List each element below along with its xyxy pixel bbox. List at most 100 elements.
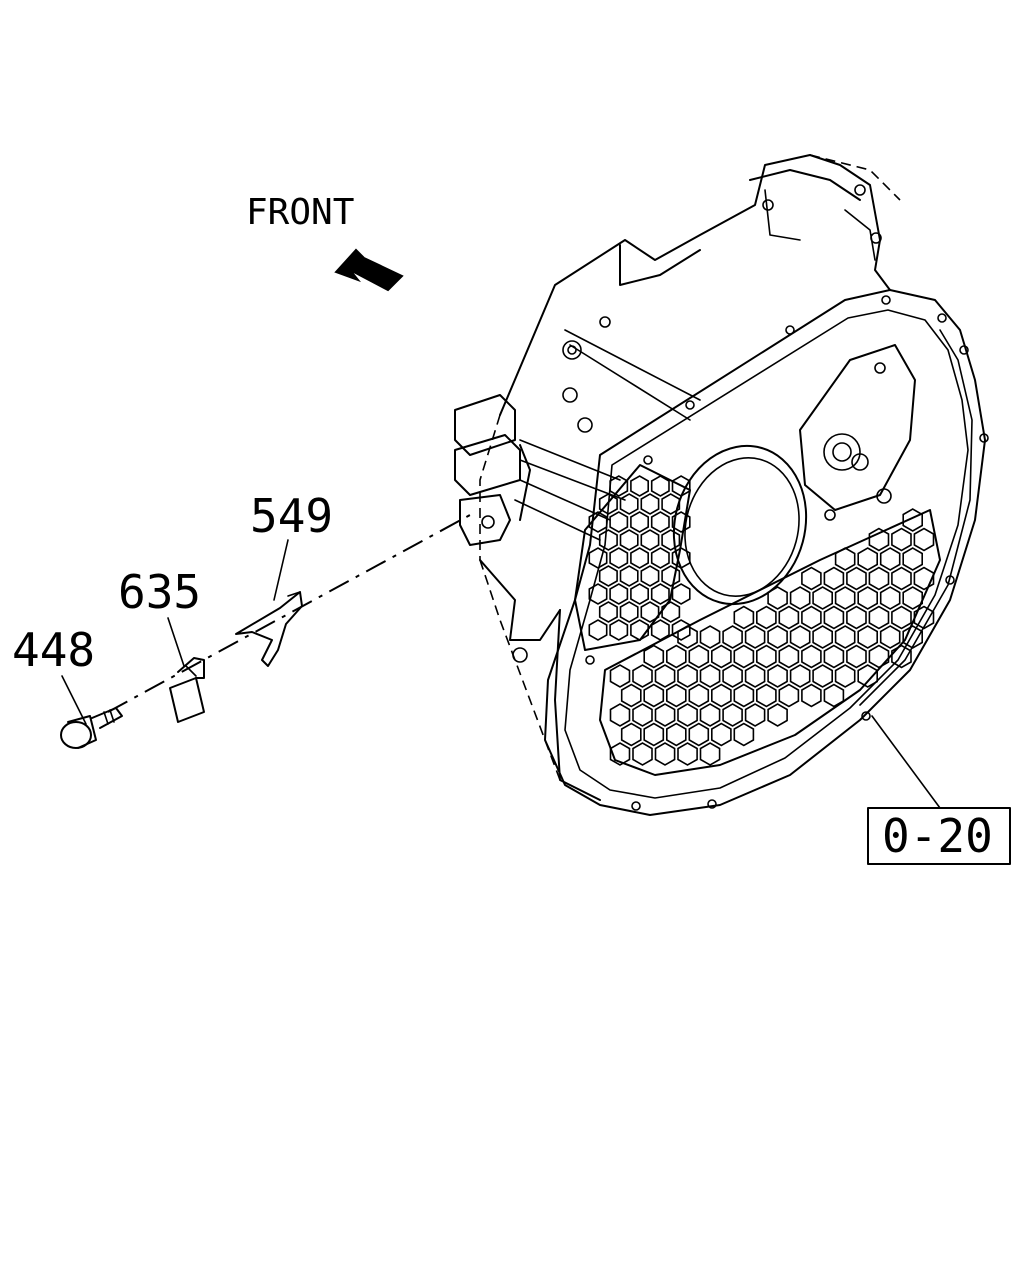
honeycomb-cell [677, 742, 698, 766]
honeycomb-cell [789, 625, 811, 649]
honeycomb-cell [789, 586, 811, 610]
honeycomb-cell [846, 566, 867, 591]
honeycomb-cell [857, 547, 879, 571]
honeycomb-cell [801, 605, 822, 630]
honeycomb-cell [654, 742, 676, 766]
honeycomb-cell [650, 511, 670, 533]
honeycomb-cell [632, 664, 653, 688]
honeycomb-cell [650, 547, 670, 569]
honeycomb-cell [609, 703, 631, 727]
honeycomb-cell [778, 683, 800, 708]
honeycomb-cell [755, 683, 777, 708]
honeycomb-cell [812, 586, 834, 610]
honeycomb-cell [665, 722, 687, 747]
honeycomb-cell [630, 511, 650, 533]
leader-0-20 [871, 715, 941, 809]
honeycomb-cell [767, 664, 788, 688]
honeycomb-cell [643, 722, 665, 747]
honeycomb-cell [767, 703, 788, 727]
honeycomb-cell [879, 625, 901, 649]
honeycomb-cell [755, 605, 777, 630]
honeycomb-cell [598, 529, 618, 551]
honeycomb-cell [823, 644, 845, 669]
honeycomb-cell [801, 683, 822, 708]
honeycomb-cell [868, 605, 890, 630]
honeycomb-cell [677, 703, 698, 727]
honeycomb-cell [834, 664, 856, 688]
honeycomb-cell [722, 625, 743, 649]
honeycomb-cell [640, 529, 660, 551]
honeycomb-cell [868, 566, 890, 591]
honeycomb-cell [619, 601, 639, 623]
honeycomb-cell [688, 722, 710, 747]
honeycomb-cell [609, 664, 631, 688]
honeycomb-cell [913, 605, 935, 630]
honeycomb-cell [857, 625, 879, 649]
honeycomb-cell [598, 493, 618, 515]
honeycomb-cell [609, 475, 629, 497]
honeycomb-cell [891, 527, 912, 552]
honeycomb-cell [744, 625, 766, 649]
honeycomb-cell [677, 625, 698, 649]
leader-635 [167, 617, 185, 667]
honeycomb-cell [834, 586, 856, 610]
honeycomb-cell [640, 493, 660, 515]
reference-label-0-20: 0-20 [882, 809, 993, 863]
honeycomb-cell [823, 566, 845, 591]
honeycomb-cell [699, 625, 721, 649]
honeycomb-cell [812, 625, 834, 649]
honeycomb-cell [733, 605, 755, 630]
honeycomb-cell [688, 644, 710, 669]
honeycomb-cell [588, 583, 608, 605]
honeycomb-cell [661, 493, 681, 515]
callout-549: 549 [250, 489, 333, 543]
honeycomb-cell [846, 644, 867, 669]
front-arrow-icon [334, 248, 404, 292]
honeycomb-cell [640, 601, 660, 623]
honeycomb-cell [778, 644, 800, 669]
honeycomb-cell [609, 511, 629, 533]
honeycomb-cell [710, 722, 732, 747]
callout-635: 635 [118, 565, 201, 619]
honeycomb-cell [823, 605, 845, 630]
honeycomb-cell [902, 586, 924, 610]
honeycomb-cell [834, 625, 856, 649]
honeycomb-cell [913, 527, 935, 552]
honeycomb-cell [812, 664, 834, 688]
honeycomb-cell [671, 475, 691, 497]
honeycomb-cell [671, 547, 691, 569]
honeycomb-cell [767, 586, 788, 610]
honeycomb-cell [619, 529, 639, 551]
honeycomb-cell [632, 742, 653, 766]
front-label: FRONT [246, 192, 354, 233]
honeycomb-cell [767, 625, 788, 649]
honeycomb-cell [733, 683, 755, 708]
honeycomb-cell [661, 565, 681, 587]
honeycomb-cell [588, 547, 608, 569]
honeycomb-cell [588, 619, 608, 641]
honeycomb-cell [857, 664, 879, 688]
honeycomb-cell [699, 742, 721, 766]
honeycomb-cell [609, 742, 631, 766]
honeycomb-cell [640, 565, 660, 587]
honeycomb-cell [671, 511, 691, 533]
honeycomb-cell [891, 605, 912, 630]
honeycomb-cell [699, 664, 721, 688]
honeycomb-cell [755, 644, 777, 669]
honeycomb-cell [630, 619, 650, 641]
honeycomb-cell [609, 547, 629, 569]
honeycomb-cell [598, 565, 618, 587]
honeycomb-cell [801, 644, 822, 669]
honeycomb-cell [643, 683, 665, 708]
honeycomb-cell [630, 583, 650, 605]
honeycomb-cell [891, 644, 912, 669]
honeycomb-cell [654, 703, 676, 727]
honeycomb-cell [677, 664, 698, 688]
callout-448: 448 [12, 623, 95, 677]
honeycomb-cell [654, 664, 676, 688]
honeycomb-cell [609, 583, 629, 605]
honeycomb-cell [650, 475, 670, 497]
honeycomb-cell [619, 493, 639, 515]
honeycomb-cell [671, 619, 691, 641]
honeycomb-cell [902, 625, 924, 649]
